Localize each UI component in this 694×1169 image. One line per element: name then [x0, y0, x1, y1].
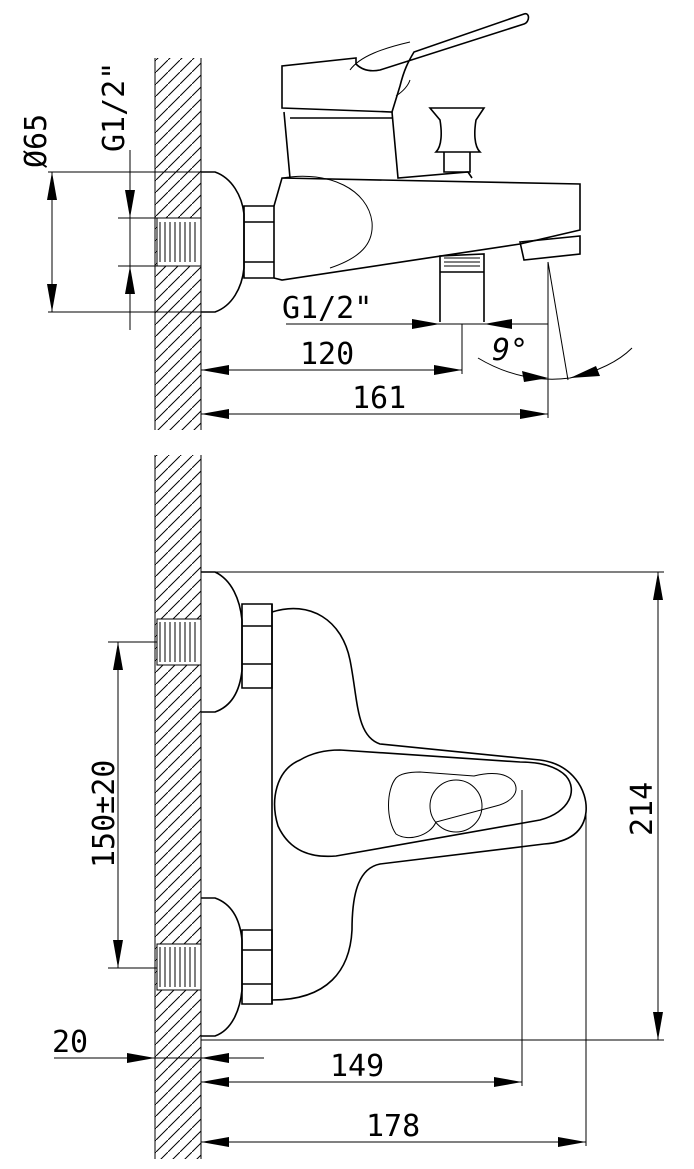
dim-120-label: 120	[300, 337, 354, 372]
outlet-thread-label: G1/2"	[282, 291, 372, 326]
side-view: Ø65 G1/2" G1/2" 120 161 9°	[19, 12, 633, 430]
lever-detail-side	[349, 41, 411, 97]
front-view: 214 150±20 20 149 178	[52, 455, 664, 1159]
dim-20-label: 20	[52, 1025, 88, 1060]
dim-161-label: 161	[352, 381, 406, 416]
diverter-knob-side	[428, 107, 486, 173]
cartridge-cap	[429, 779, 483, 833]
dim-150-label: 150±20	[87, 760, 122, 868]
wall-thread-stub-lower	[156, 943, 202, 991]
diameter-label: Ø65	[19, 114, 54, 168]
dim-214-label: 214	[625, 782, 660, 836]
lever-side	[281, 12, 530, 113]
escutcheon-lower	[201, 897, 243, 1037]
angle-arc	[477, 347, 633, 380]
escutcheon-upper	[201, 571, 243, 713]
wall-thread-stub-upper	[156, 618, 202, 666]
angle-label: 9°	[492, 333, 528, 368]
dim-149-label: 149	[330, 1049, 384, 1084]
wall-thread-label: G1/2"	[97, 62, 132, 152]
mixer-body-front	[271, 604, 587, 1004]
spout-angle-line	[547, 261, 569, 381]
hex-nut-lower	[241, 929, 273, 1005]
cartridge-housing-side	[283, 111, 473, 179]
hex-nut-upper	[241, 603, 273, 689]
wall-thread-stub-side	[156, 217, 202, 267]
aerator-side	[519, 235, 581, 261]
bottom-outlet-side	[439, 253, 485, 322]
dim-178-label: 178	[366, 1109, 420, 1144]
hex-nut-side	[243, 205, 275, 279]
mixer-body-side	[273, 177, 581, 281]
escutcheon-side	[201, 171, 245, 313]
lever-front	[273, 749, 573, 858]
lever-slot	[388, 771, 517, 838]
body-curve-side	[281, 175, 373, 269]
wall-hatch-bottom	[155, 455, 201, 1159]
